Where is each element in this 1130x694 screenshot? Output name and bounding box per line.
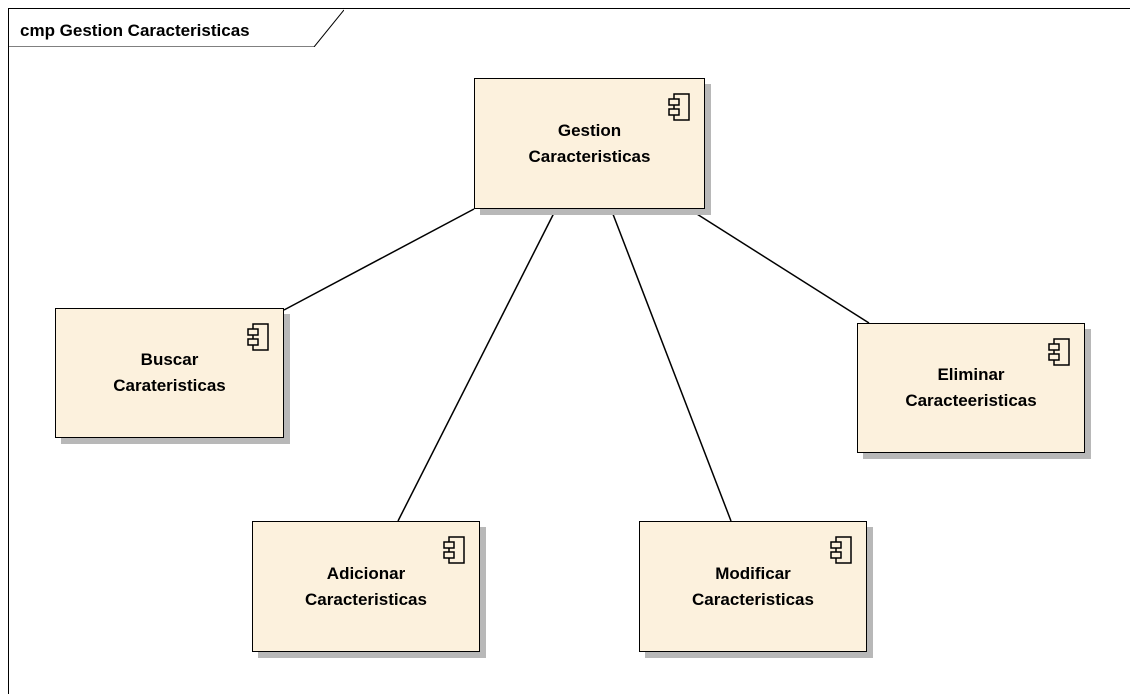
component-label: Modificar Caracteristicas: [640, 561, 866, 613]
component-icon: [247, 323, 269, 351]
component-modificar-caracteristicas[interactable]: Modificar Caracteristicas: [639, 521, 867, 652]
component-icon: [668, 93, 690, 121]
component-label-line2: Caracteeristicas: [905, 391, 1037, 410]
component-label-line1: Eliminar: [937, 365, 1005, 384]
component-buscar-carateristicas[interactable]: Buscar Carateristicas: [55, 308, 284, 438]
component-label: Gestion Caracteristicas: [475, 118, 704, 170]
frame-title-tab: [9, 9, 344, 47]
component-gestion-caracteristicas[interactable]: Gestion Caracteristicas: [474, 78, 705, 209]
component-eliminar-caracteeristicas[interactable]: Eliminar Caracteeristicas: [857, 323, 1085, 453]
component-label: Eliminar Caracteeristicas: [858, 362, 1084, 414]
component-label: Adicionar Caracteristicas: [253, 561, 479, 613]
component-label-line1: Buscar: [140, 350, 199, 369]
diagram-title: cmp Gestion Caracteristicas: [20, 21, 250, 40]
component-label-line1: Adicionar: [326, 563, 406, 583]
component-label-line2: Carateristicas: [113, 376, 226, 395]
component-label: Buscar Carateristicas: [56, 347, 283, 399]
component-label-line2: Caracteristicas: [692, 589, 814, 609]
component-label-line2: Caracteristicas: [528, 146, 651, 166]
connector-gestion-modificar: [610, 208, 732, 522]
diagram-frame: cmp Gestion Caracteristicas: [8, 8, 1130, 694]
component-icon: [1048, 338, 1070, 366]
connector-gestion-eliminar: [688, 208, 870, 324]
connector-gestion-buscar: [283, 208, 475, 311]
component-adicionar-caracteristicas[interactable]: Adicionar Caracteristicas: [252, 521, 480, 652]
component-label-line2: Caracteristicas: [305, 589, 427, 609]
component-icon: [830, 536, 852, 564]
connector-gestion-adicionar: [397, 208, 557, 522]
component-label-line1: Modificar: [715, 563, 791, 583]
component-label-line1: Gestion: [557, 120, 622, 140]
component-icon: [443, 536, 465, 564]
